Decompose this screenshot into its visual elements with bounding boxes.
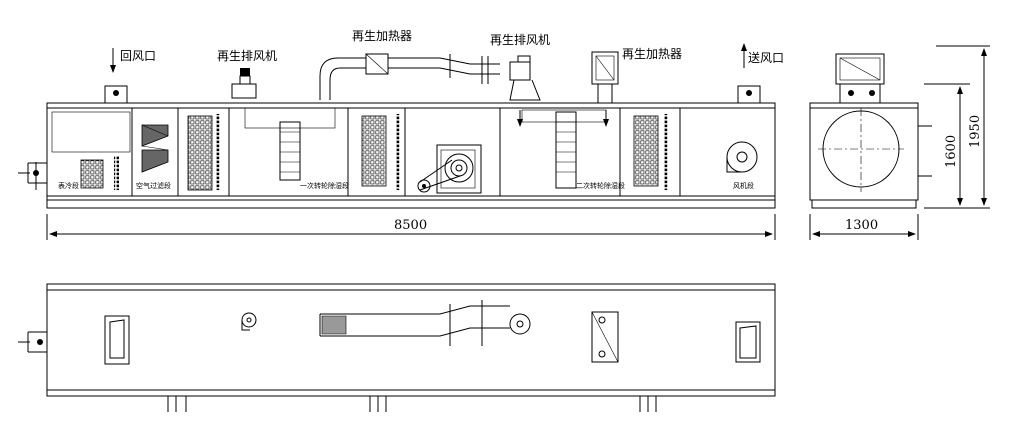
label-regen-heater-2: 再生加热器 [622, 47, 682, 61]
section-rotor-1: 一次转轮除湿段 [300, 181, 349, 190]
plan-view [18, 283, 776, 412]
label-regen-fan-2: 再生排风机 [490, 33, 550, 47]
section-rotor-2: 二次转轮除湿段 [576, 181, 625, 190]
section-cooling: 表冷段 [58, 181, 79, 190]
dim-total-length: 8500 [394, 218, 427, 233]
front-elevation [18, 43, 776, 209]
section-fan: 风机段 [733, 181, 754, 190]
dimension-lines [46, 45, 990, 240]
label-regen-fan-1: 再生排风机 [217, 49, 277, 63]
label-supply-air: 送风口 [748, 50, 784, 65]
dim-total-height: 1950 [968, 115, 983, 148]
section-filter: 空气过滤段 [136, 181, 171, 190]
side-elevation [809, 53, 932, 209]
legs [167, 396, 657, 412]
dim-body-height: 1600 [944, 135, 959, 168]
label-return-air: 回风口 [120, 49, 156, 63]
label-regen-heater-1: 再生加热器 [352, 29, 412, 43]
dim-total-width: 1300 [845, 218, 878, 233]
